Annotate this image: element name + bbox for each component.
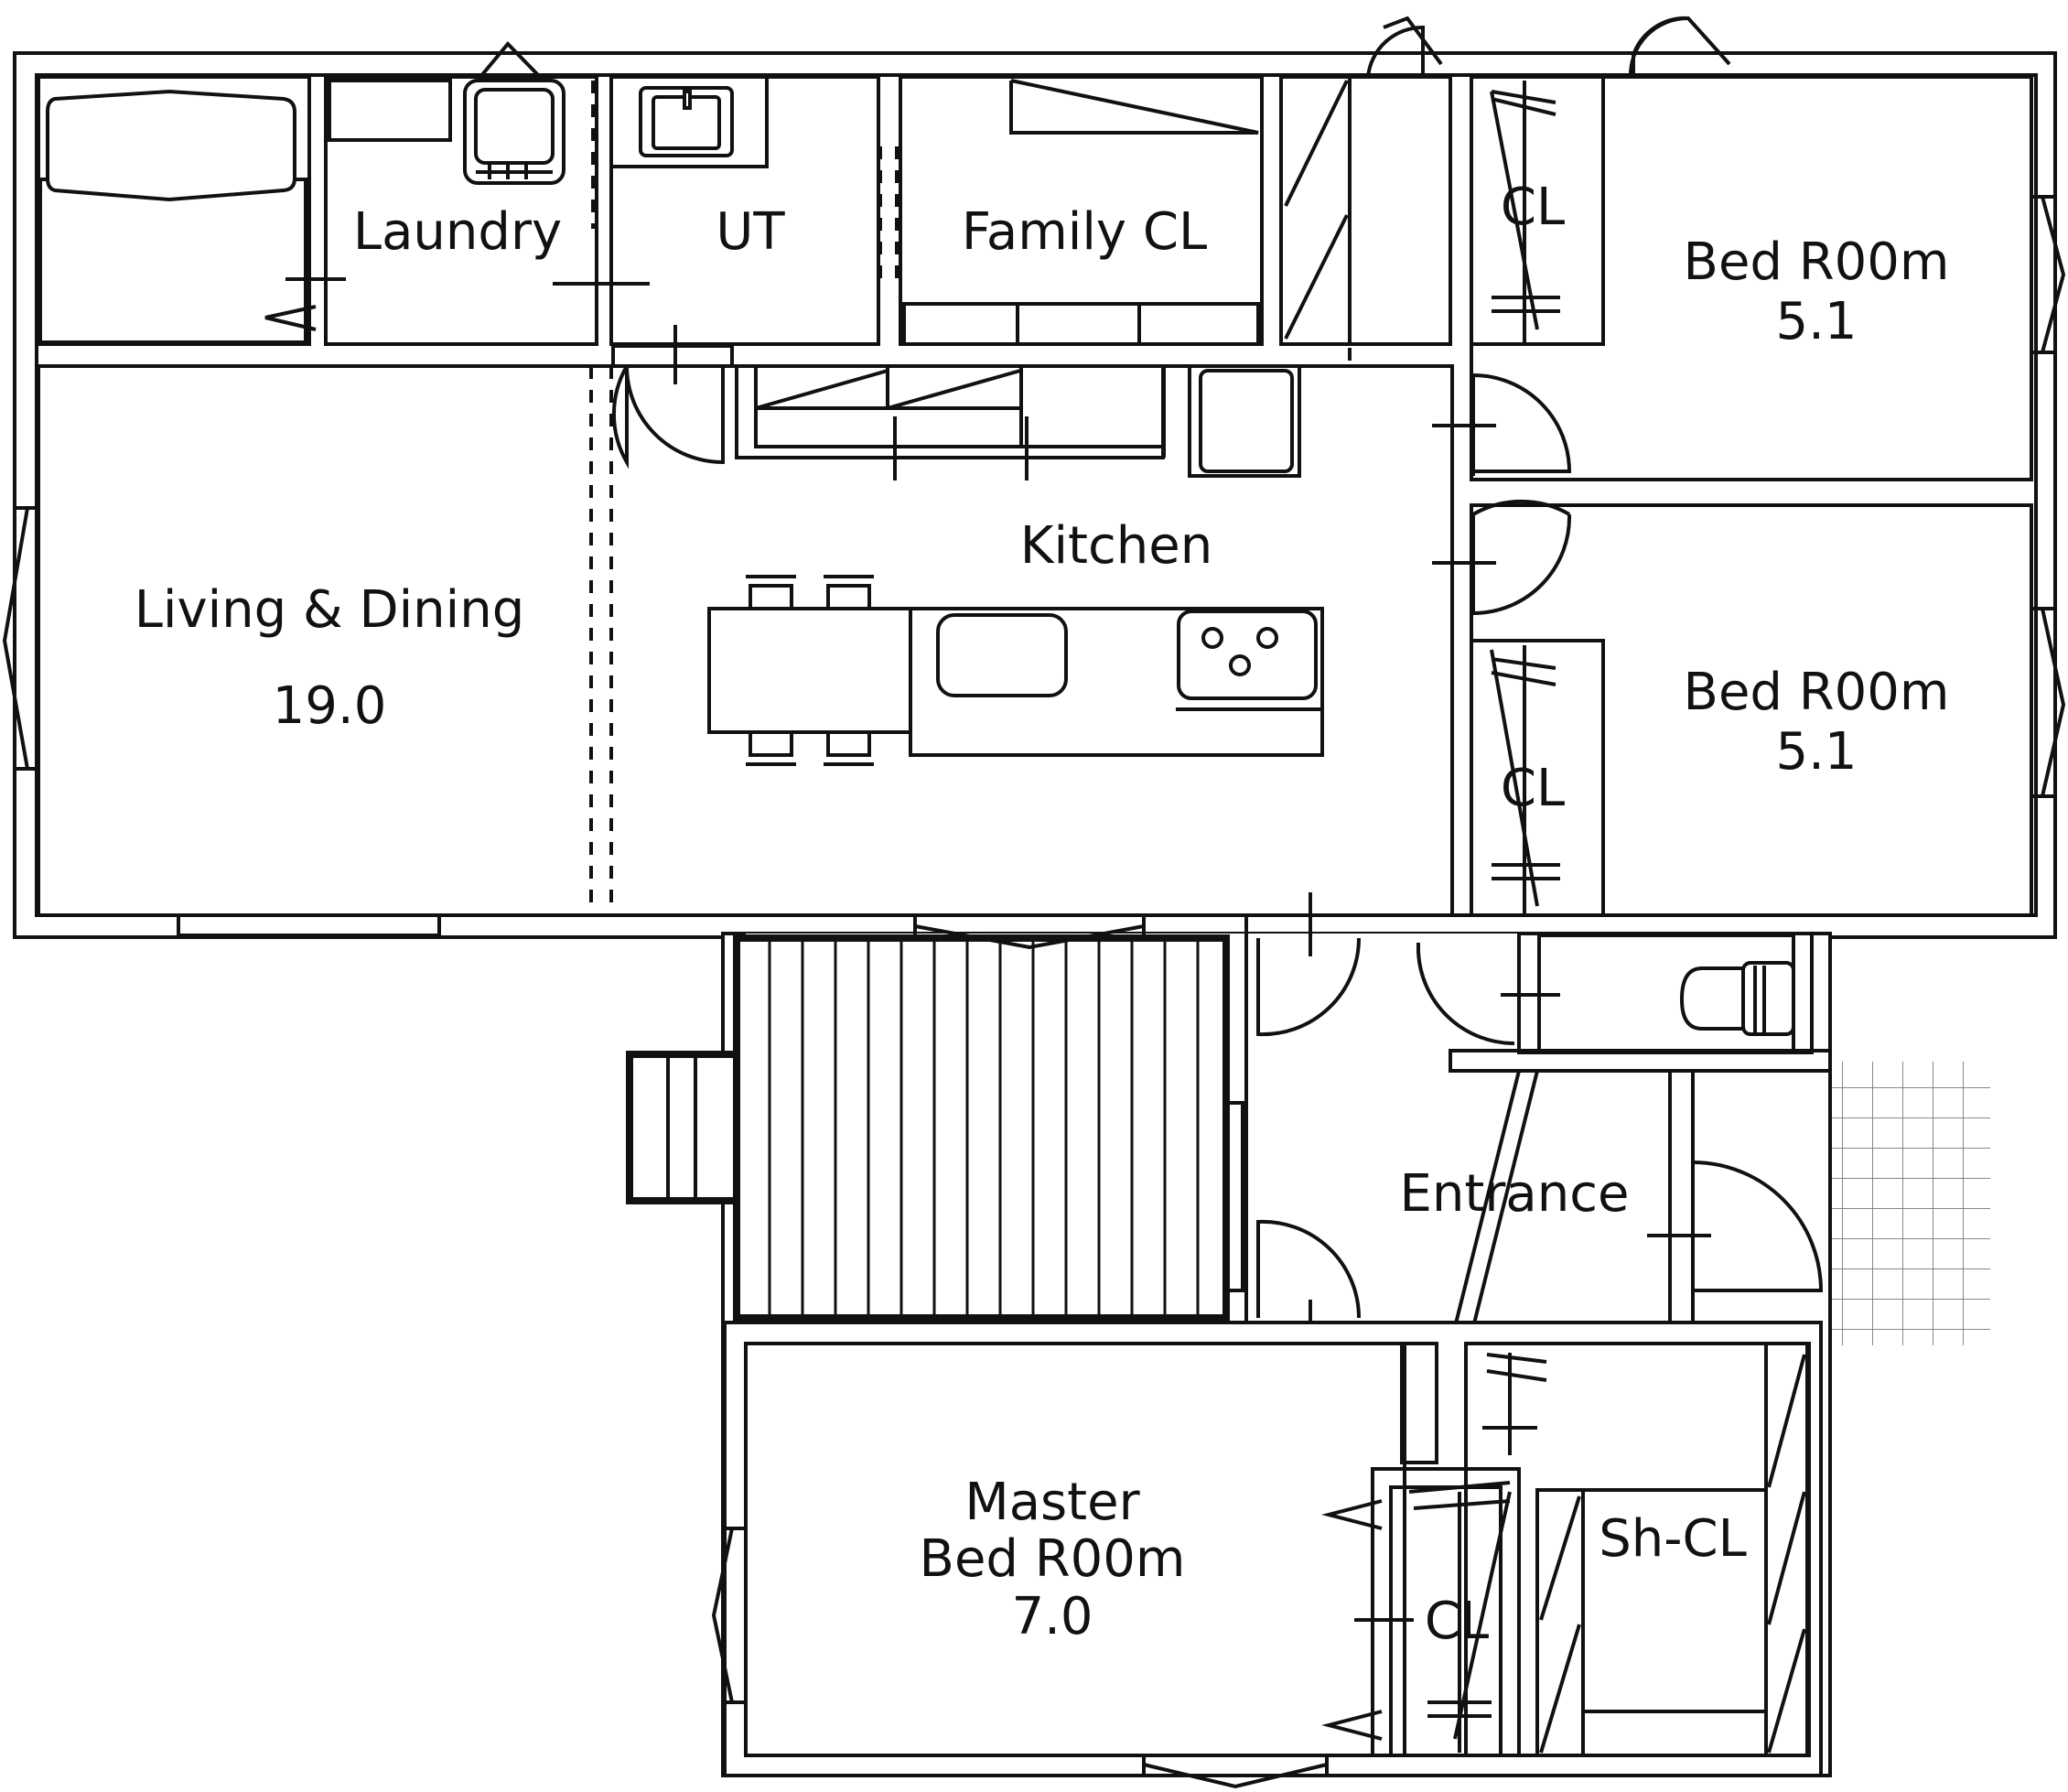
shoe-closet: Sh-CL	[1464, 1342, 1811, 1757]
entrance-label: Entrance	[1400, 1164, 1630, 1224]
master-line1: Master	[964, 1473, 1140, 1532]
sh-cl-label: Sh-CL	[1599, 1509, 1747, 1569]
utility-room: UT	[609, 75, 899, 346]
bed1-size: 5.1	[1775, 292, 1857, 351]
laundry-room: Laundry	[285, 41, 650, 346]
bed2-name: Bed R00m	[1684, 663, 1950, 722]
living-name: Living & Dining	[135, 580, 525, 640]
toilet	[1501, 932, 1814, 1054]
window-icon	[2, 506, 441, 937]
window-icon	[2030, 195, 2066, 354]
window-icon	[1632, 16, 1689, 77]
dining-chair-icon	[746, 575, 874, 766]
bed2-size: 5.1	[1775, 722, 1857, 782]
bathroom	[37, 75, 317, 346]
kitchen-label: Kitchen	[1020, 516, 1212, 576]
master-bedroom: Master Bed R00m 7.0 CL	[711, 1321, 1823, 1789]
stove-icon	[1176, 610, 1322, 711]
entrance-hall: Entrance	[1244, 892, 1832, 1364]
window-icon	[711, 1527, 1329, 1789]
kitchen-sink-icon	[936, 613, 1068, 697]
door-swing-icon	[1432, 373, 1572, 615]
cl-top-label: CL	[1501, 178, 1565, 237]
hall-storage	[1279, 16, 1452, 368]
cl-master-label: CL	[1425, 1592, 1489, 1651]
family-cl-label: Family CL	[962, 202, 1207, 262]
master-line2: Bed R00m	[920, 1529, 1186, 1589]
family-closet: Family CL	[899, 75, 1264, 346]
master-size: 7.0	[1011, 1587, 1093, 1646]
living-size: 19.0	[273, 676, 387, 736]
deck	[626, 913, 1244, 1322]
bedroom-2: CL Bed R00m 5.1	[1470, 503, 2066, 917]
washing-machine-icon	[463, 79, 565, 185]
bedroom-1: CL Bed R00m 5.1	[1470, 16, 2066, 481]
kitchen-island	[707, 575, 1324, 766]
kitchen: Kitchen	[707, 364, 1324, 766]
ut-label: UT	[716, 202, 785, 262]
laundry-label: Laundry	[353, 202, 562, 262]
window-icon	[2030, 607, 2066, 798]
bed1-name: Bed R00m	[1684, 232, 1950, 292]
sink-icon	[639, 86, 734, 157]
cl-mid-label: CL	[1501, 759, 1565, 818]
bathtub-icon	[46, 89, 296, 202]
toilet-icon	[1679, 961, 1795, 1036]
